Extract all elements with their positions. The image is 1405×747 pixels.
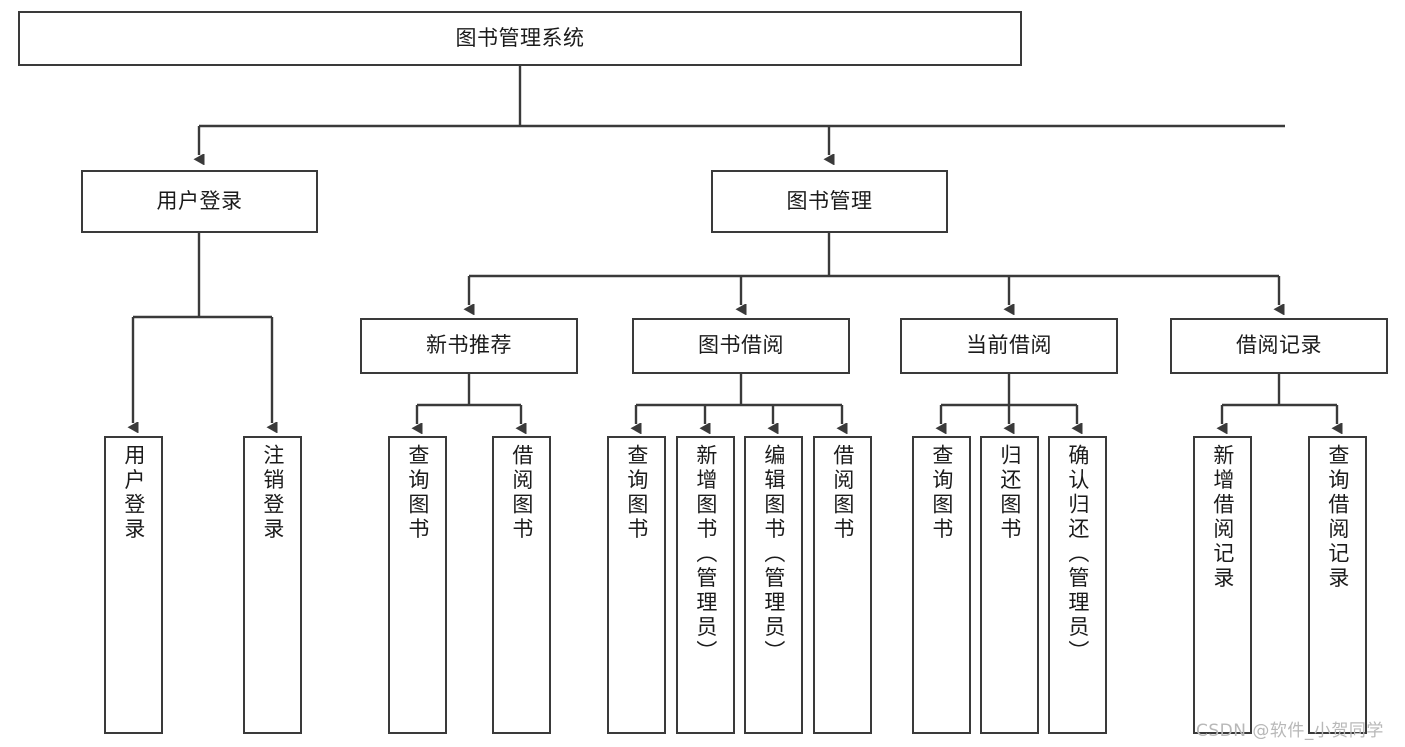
node-leaf-return-book[interactable]: 归还图书 — [980, 436, 1039, 734]
node-leaf-query-book-1[interactable]: 查询图书 — [388, 436, 447, 734]
node-borrow-record[interactable]: 借阅记录 — [1170, 318, 1388, 374]
node-leaf-logout-login-label: 注销登录 — [260, 444, 285, 542]
node-leaf-confirm-return-label: 确认归还（管理员） — [1065, 444, 1090, 665]
node-leaf-user-login[interactable]: 用户登录 — [104, 436, 163, 734]
node-root[interactable]: 图书管理系统 — [18, 11, 1022, 66]
node-book-manage-label: 图书管理 — [786, 188, 873, 213]
node-leaf-logout-login[interactable]: 注销登录 — [243, 436, 302, 734]
node-leaf-edit-book-label: 编辑图书（管理员） — [761, 444, 786, 665]
node-leaf-user-login-label: 用户登录 — [121, 444, 146, 542]
node-leaf-confirm-return[interactable]: 确认归还（管理员） — [1048, 436, 1107, 734]
node-leaf-query-record-label: 查询借阅记录 — [1325, 444, 1350, 591]
node-new-book-rec[interactable]: 新书推荐 — [360, 318, 578, 374]
node-leaf-query-book-3[interactable]: 查询图书 — [912, 436, 971, 734]
node-current-borrow-label: 当前借阅 — [966, 333, 1052, 358]
node-leaf-query-book-2[interactable]: 查询图书 — [607, 436, 666, 734]
node-leaf-borrow-book-2-label: 借阅图书 — [830, 444, 855, 542]
node-leaf-borrow-book-2[interactable]: 借阅图书 — [813, 436, 872, 734]
node-root-label: 图书管理系统 — [455, 25, 585, 50]
node-leaf-add-book-label: 新增图书（管理员） — [693, 444, 718, 665]
node-user-login-label: 用户登录 — [156, 188, 243, 213]
node-leaf-return-book-label: 归还图书 — [997, 444, 1022, 542]
node-borrow-record-label: 借阅记录 — [1236, 333, 1322, 358]
node-leaf-add-record[interactable]: 新增借阅记录 — [1193, 436, 1252, 734]
node-leaf-edit-book[interactable]: 编辑图书（管理员） — [744, 436, 803, 734]
node-user-login[interactable]: 用户登录 — [81, 170, 318, 233]
node-current-borrow[interactable]: 当前借阅 — [900, 318, 1118, 374]
node-book-manage[interactable]: 图书管理 — [711, 170, 948, 233]
node-leaf-add-record-label: 新增借阅记录 — [1210, 444, 1235, 591]
node-leaf-query-book-1-label: 查询图书 — [405, 444, 430, 542]
node-new-book-rec-label: 新书推荐 — [426, 333, 512, 358]
node-leaf-add-book[interactable]: 新增图书（管理员） — [676, 436, 735, 734]
node-leaf-borrow-book-1[interactable]: 借阅图书 — [492, 436, 551, 734]
node-leaf-query-record[interactable]: 查询借阅记录 — [1308, 436, 1367, 734]
node-leaf-query-book-2-label: 查询图书 — [624, 444, 649, 542]
node-book-borrow[interactable]: 图书借阅 — [632, 318, 850, 374]
node-book-borrow-label: 图书借阅 — [698, 333, 784, 358]
node-leaf-borrow-book-1-label: 借阅图书 — [509, 444, 534, 542]
node-leaf-query-book-3-label: 查询图书 — [929, 444, 954, 542]
